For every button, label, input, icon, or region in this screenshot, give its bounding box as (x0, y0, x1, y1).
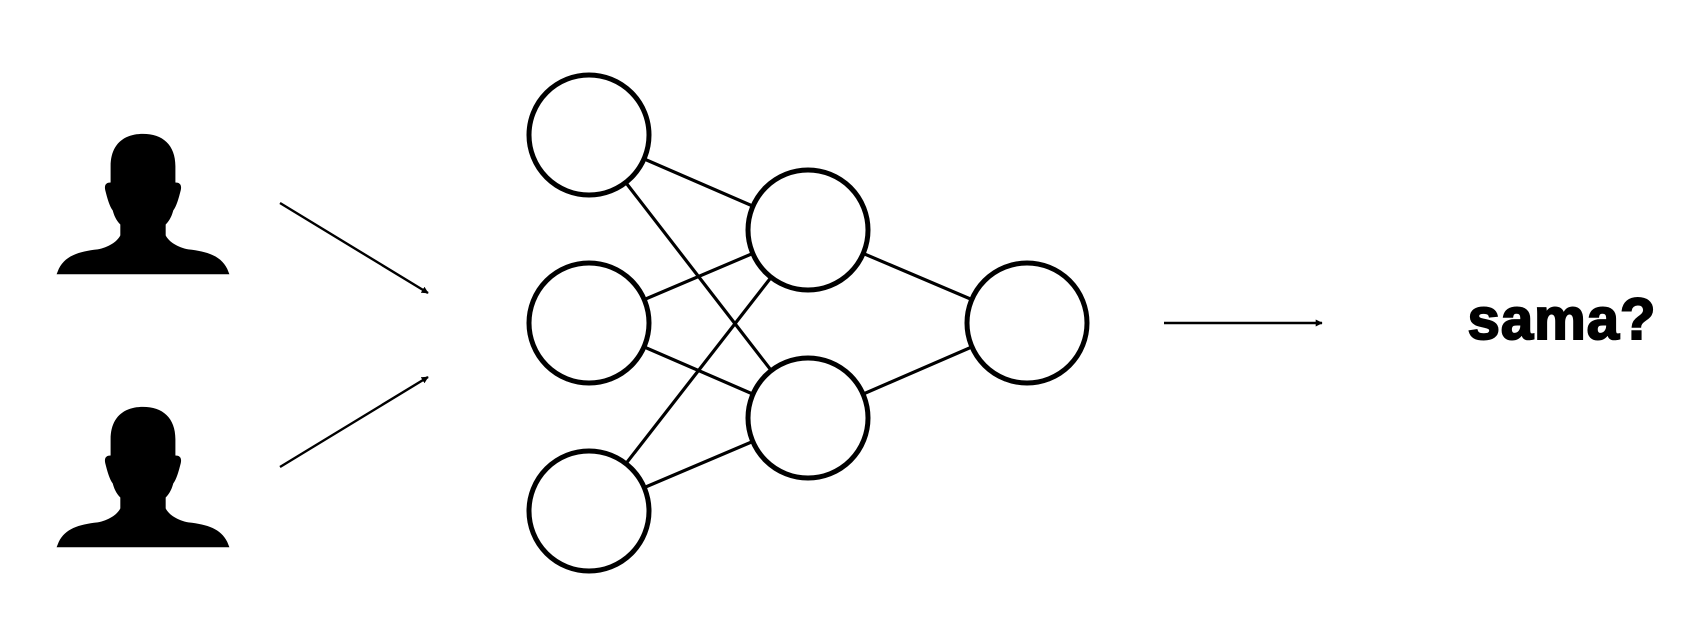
network-nodes (526, 72, 1090, 574)
person-silhouette-icon (56, 406, 230, 548)
input-node (526, 72, 652, 198)
output-node (964, 260, 1090, 386)
input-arrow (279, 201, 429, 295)
person-silhouette-icon (56, 133, 230, 275)
result-label: sama? (1468, 287, 1657, 352)
input-node (526, 260, 652, 386)
hidden-node (745, 167, 871, 293)
input-arrow (279, 375, 429, 469)
input-node (526, 448, 652, 574)
hidden-node (745, 355, 871, 481)
